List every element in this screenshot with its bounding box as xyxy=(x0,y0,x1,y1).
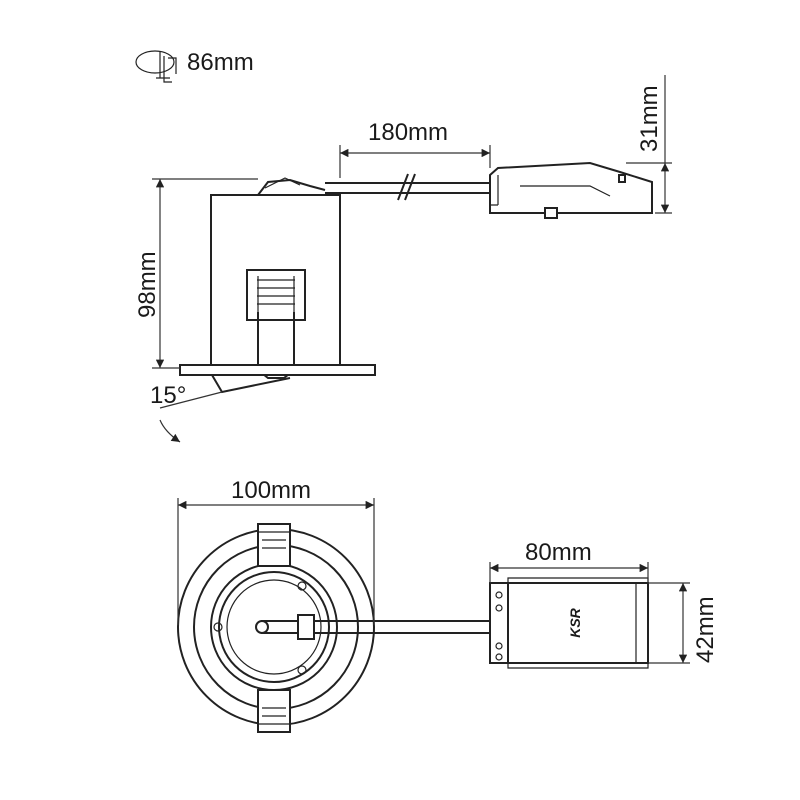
driver-logo: KSR xyxy=(567,607,583,637)
fitting-height-label: 98mm xyxy=(134,251,161,318)
tilt-angle-indicator xyxy=(159,391,223,443)
fitting-height-dimension xyxy=(152,178,258,369)
cable-front xyxy=(314,620,490,634)
tilt-angle-label: 15° xyxy=(150,382,186,409)
cable-length-dimension xyxy=(339,145,491,178)
bezel-flange xyxy=(179,364,376,376)
cable-length-label: 180mm xyxy=(368,119,448,146)
driver-box-top xyxy=(489,577,649,669)
driver-height-label: 31mm xyxy=(636,85,663,152)
top-spring-clip xyxy=(257,523,291,567)
bottom-spring-clip xyxy=(257,689,291,733)
driver-length-label: 80mm xyxy=(525,539,592,566)
lens xyxy=(226,579,322,675)
bezel-diameter-label: 100mm xyxy=(231,477,311,504)
driver-height-dimension xyxy=(626,75,672,214)
cutout-diameter-label: 86mm xyxy=(187,49,254,76)
cable-break-mark xyxy=(397,173,416,201)
bezel-diameter-dimension xyxy=(177,498,375,625)
side-view xyxy=(179,161,653,394)
front-view xyxy=(177,523,375,733)
cutout-icon xyxy=(135,50,177,83)
spring-clip xyxy=(246,269,306,321)
driver-box-side xyxy=(489,161,653,214)
driver-width-dimension xyxy=(648,582,690,664)
driver-length-dimension xyxy=(489,562,649,583)
driver-width-label: 42mm xyxy=(692,596,719,663)
